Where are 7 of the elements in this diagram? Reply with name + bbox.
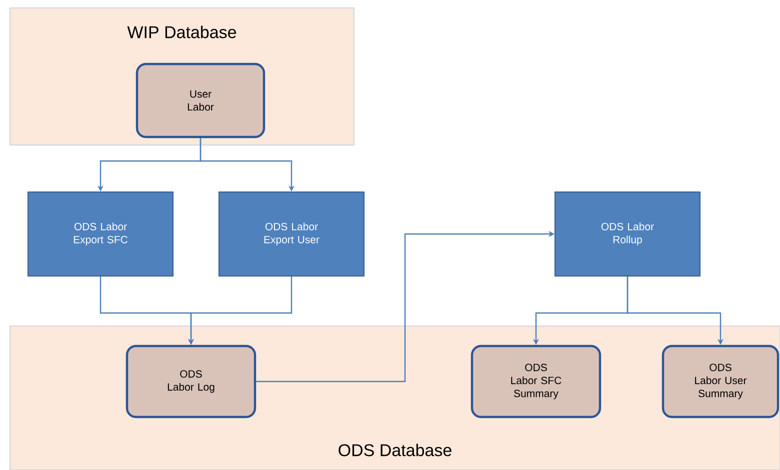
process-box: ODS Labor Export SFC bbox=[28, 192, 174, 276]
table-box: ODS Labor Log bbox=[126, 344, 256, 418]
process-box: ODS Labor Export User bbox=[218, 192, 364, 276]
table-box: ODS Labor SFC Summary bbox=[470, 344, 602, 418]
table-box: User Labor bbox=[136, 62, 266, 138]
process-box: ODS Labor Rollup bbox=[554, 192, 700, 276]
table-box: ODS Labor User Summary bbox=[662, 344, 780, 418]
